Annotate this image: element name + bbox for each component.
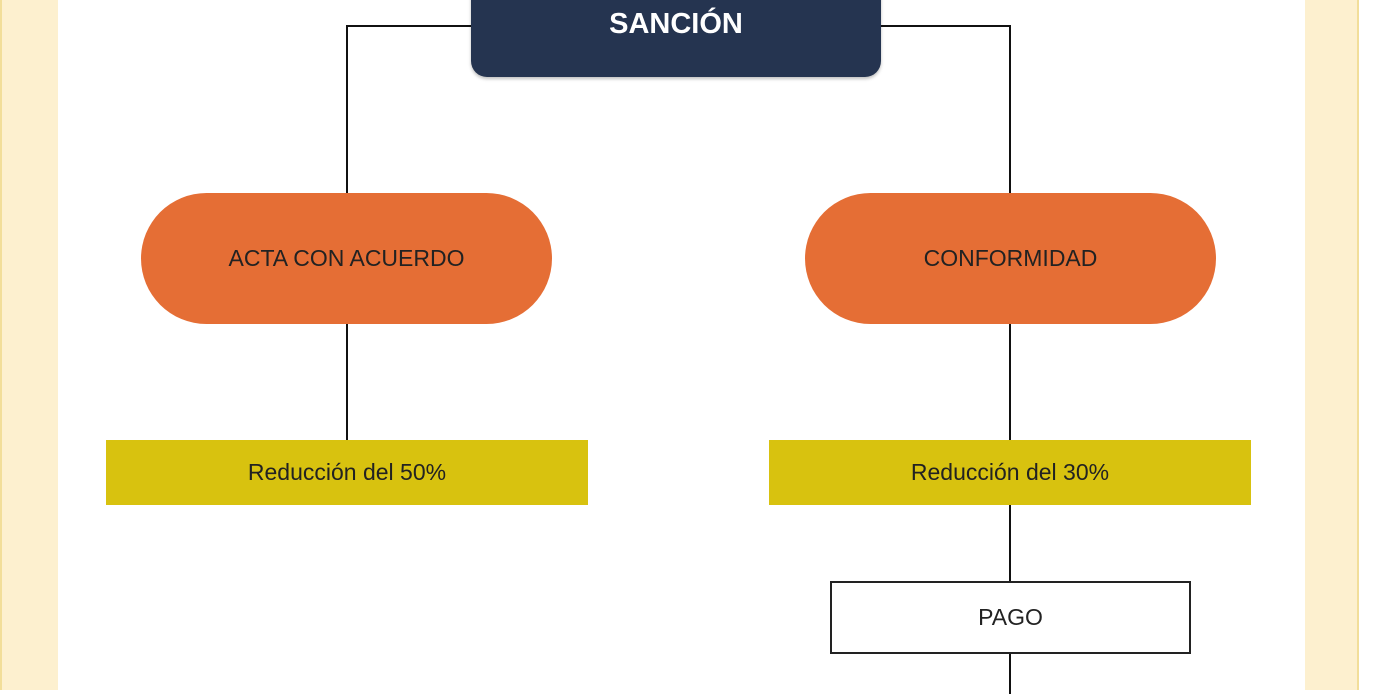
node-label: Reducción del 50% (247, 459, 447, 485)
connector (1009, 324, 1011, 440)
connector (1009, 654, 1011, 694)
root-label: SANCIÓN (609, 8, 743, 40)
right-margin-strip (1305, 0, 1359, 690)
connector (1009, 25, 1011, 193)
node-label: ACTA CON ACUERDO (228, 245, 465, 271)
connector (881, 25, 1011, 27)
node-pago: PAGO (830, 581, 1191, 654)
node-label: Reducción del 30% (910, 459, 1110, 485)
connector (1009, 505, 1011, 581)
left-margin-strip (0, 0, 58, 690)
node-label: CONFORMIDAD (923, 245, 1098, 271)
node-acta-con-acuerdo: ACTA CON ACUERDO (141, 193, 552, 324)
root-node-sancion: SANCIÓN (471, 0, 881, 77)
node-reduccion-30: Reducción del 30% (769, 440, 1251, 505)
node-conformidad: CONFORMIDAD (805, 193, 1216, 324)
node-reduccion-50: Reducción del 50% (106, 440, 588, 505)
node-label: PAGO (978, 604, 1043, 630)
connector (346, 25, 348, 193)
connector (346, 25, 471, 27)
connector (346, 324, 348, 440)
